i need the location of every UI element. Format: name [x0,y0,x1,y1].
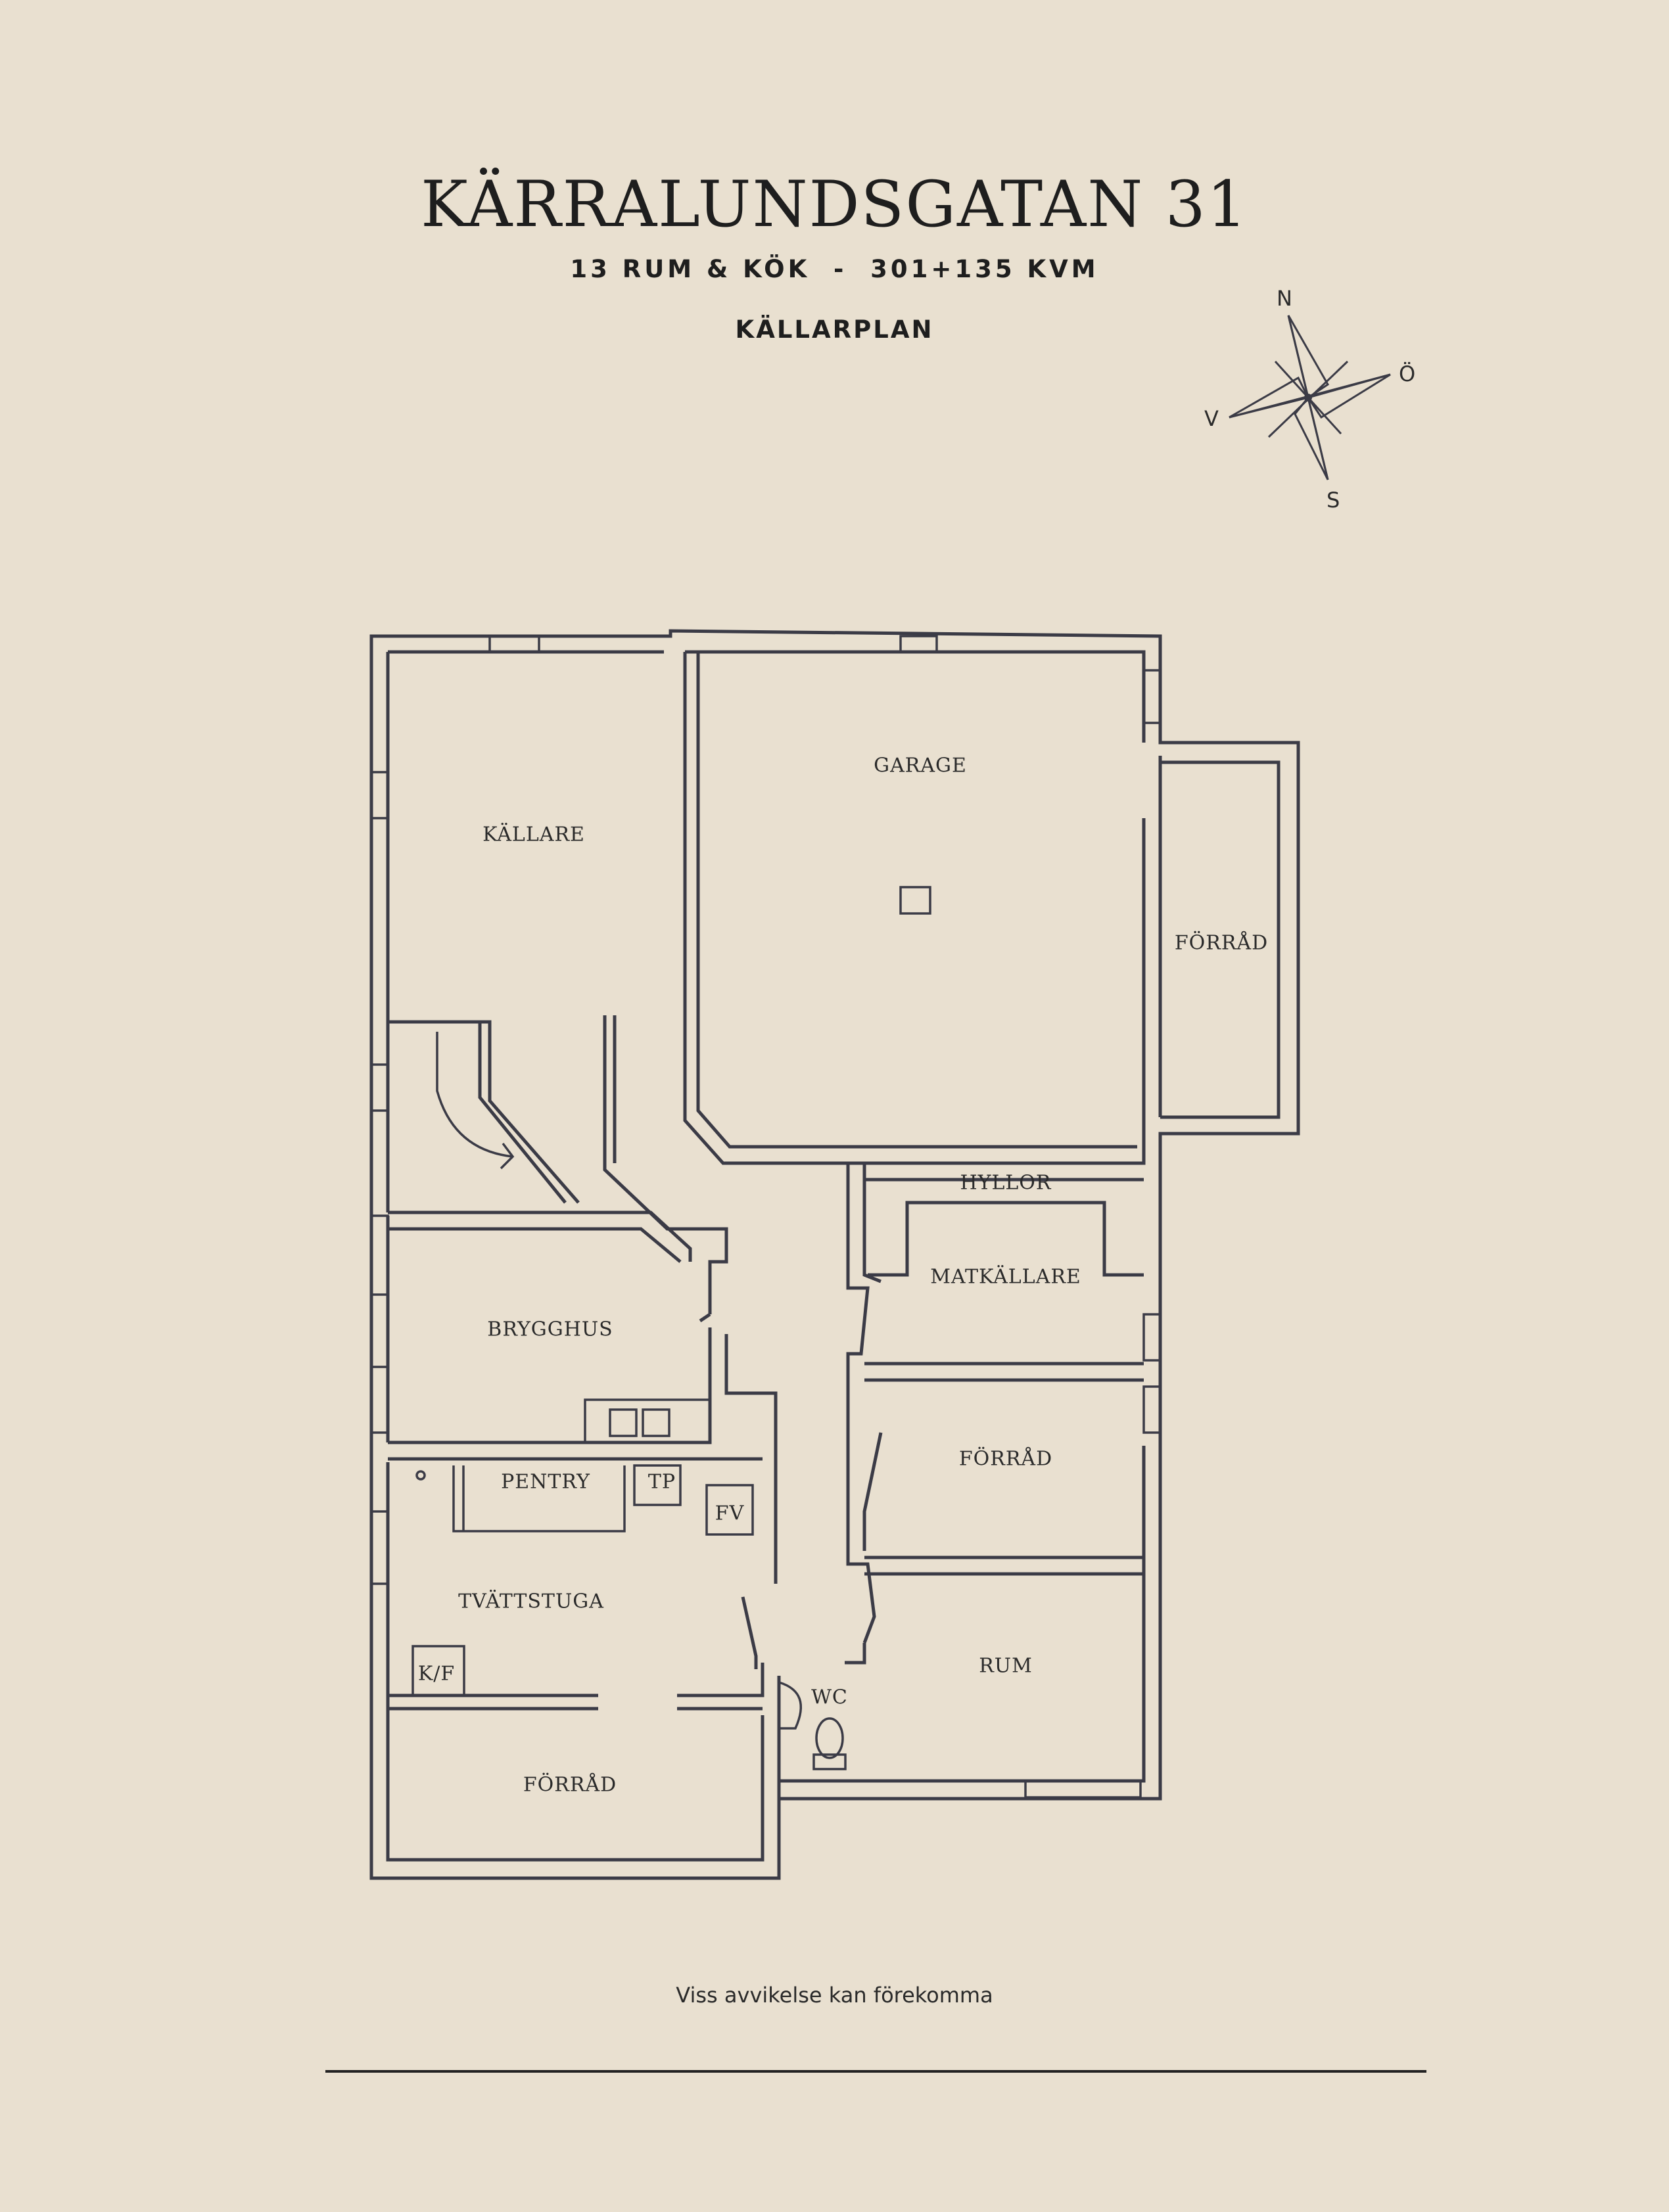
room-label-forrad-mid: FÖRRÅD [958,1447,1053,1471]
footer-divider [325,2070,1426,2073]
compass-rose-icon: N Ö S V [1204,286,1415,513]
page-title: KÄRRALUNDSGATAN 31 [421,168,1248,241]
room-label-kf: K/F [417,1662,456,1686]
room-label-wc: WC [811,1686,848,1709]
room-label-forrad-garage: FÖRRÅD [1174,931,1269,955]
page-subtitle: 13 RUM & KÖK - 301+135 KVM [570,255,1099,283]
room-label-tvattstuga: TVÄTTSTUGA [458,1590,604,1613]
disclaimer-text: Viss avvikelse kan förekomma [676,1983,993,2008]
room-label-pentry: PENTRY [501,1470,590,1494]
room-label-matkallare: MATKÄLLARE [930,1265,1081,1289]
compass-north-label: N [1277,286,1292,311]
room-label-kallare: KÄLLARE [482,823,585,846]
compass-east-label: Ö [1399,361,1415,386]
interior-walls [388,652,1146,1781]
floor-level-label: KÄLLARPLAN [735,315,934,344]
room-label-forrad-bottom: FÖRRÅD [523,1773,617,1797]
room-label-brygghus: BRYGGHUS [487,1318,613,1341]
room-label-garage: GARAGE [874,754,967,777]
compass-south-label: S [1327,488,1340,513]
compass-west-label: V [1204,406,1219,431]
room-label-hyllor: HYLLOR [960,1171,1052,1195]
windows [370,635,1162,1799]
room-label-rum: RUM [979,1654,1033,1678]
room-label-tp: TP [647,1470,676,1494]
room-label-fv: FV [715,1502,745,1525]
